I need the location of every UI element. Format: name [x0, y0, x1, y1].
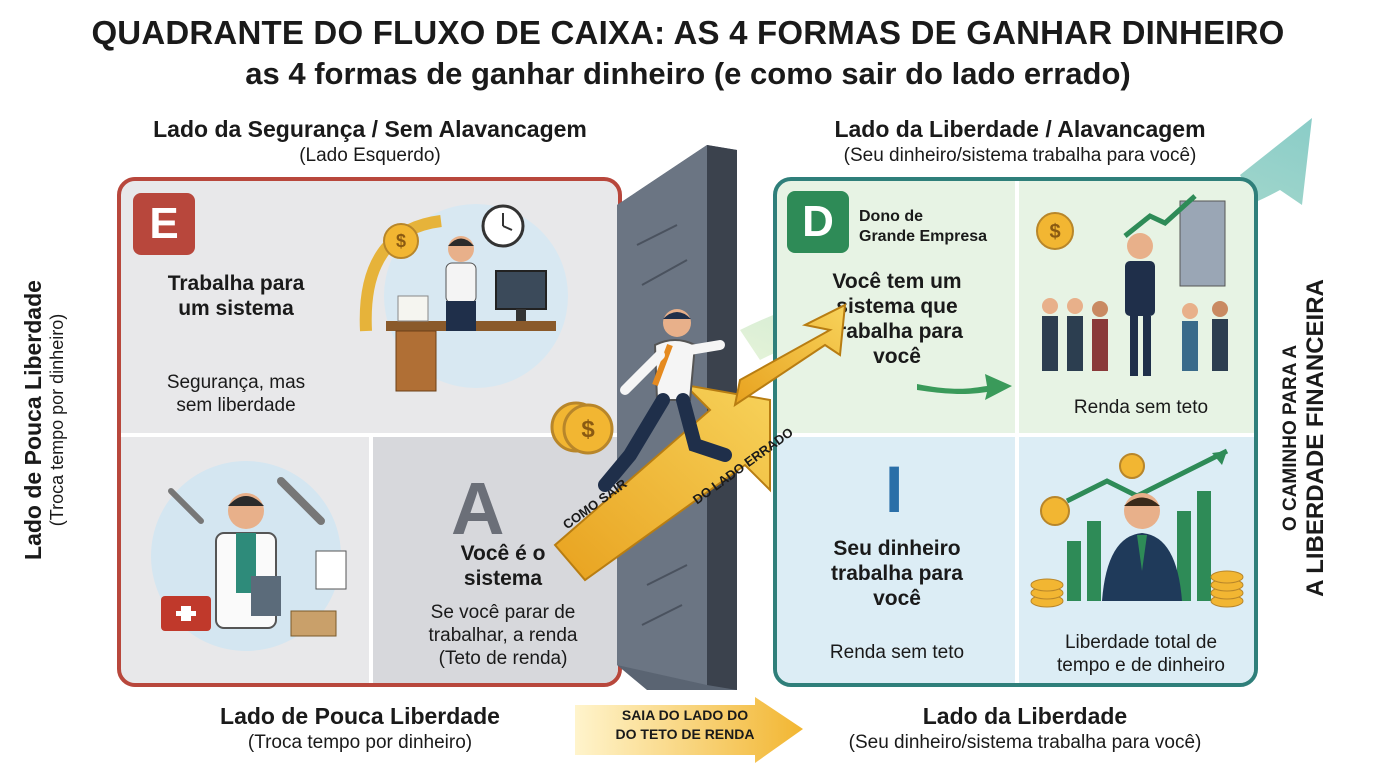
quadrant-e-note: Segurança, mas sem liberdade: [166, 372, 306, 416]
quadrant-e-letter: E: [133, 193, 195, 255]
arrow-right-icon: [917, 374, 1012, 400]
coin-icon: $: [550, 401, 614, 455]
quadrant-a-note: Se você parar de trabalhar, a renda (Tet…: [428, 602, 578, 669]
quadrant-i-note: Renda sem teto: [829, 642, 965, 663]
quadrant-a-letter: A: [451, 467, 505, 550]
vertical-right-label: O CAMINHO PARA A A LIBERDADE FINANCEIRA: [1280, 268, 1330, 608]
right-side-title: Lado da Liberdade / Alavancagem: [834, 116, 1206, 142]
quadrant-d-text: Você tem um sistema que trabalha para vo…: [831, 270, 963, 368]
left-side-sub: (Lado Esquerdo): [299, 145, 441, 166]
quadrant-e-text: Trabalha para um sistema: [167, 272, 305, 320]
bottom-right-title: Lado da Liberdade: [922, 703, 1128, 729]
running-man-icon: [598, 309, 732, 492]
bottom-left-sub: (Troca tempo por dinheiro): [247, 732, 473, 753]
quadrant-d-note: Renda sem teto: [1073, 397, 1209, 418]
bottom-left-title: Lado de Pouca Liberdade: [220, 703, 500, 729]
quadrant-i-note2: Liberdade total de tempo e de dinheiro: [1057, 632, 1225, 676]
right-quadrants: D Dono de Grande Empresa Você tem um sis…: [773, 177, 1258, 687]
bottom-right-heading: Lado da Liberdade (Seu dinheiro/sistema …: [800, 703, 1250, 754]
vertical-right-line1: O CAMINHO PARA A: [1280, 344, 1301, 532]
quadrant-i-letter: I: [885, 452, 904, 526]
right-side-heading: Lado da Liberdade / Alavancagem (Seu din…: [760, 116, 1280, 167]
svg-text:$: $: [581, 416, 595, 443]
right-side-sub: (Seu dinheiro/sistema trabalha para você…: [843, 145, 1197, 166]
vertical-left-heading: Lado de Pouca Liberdade: [20, 280, 46, 560]
svg-text:$: $: [396, 231, 406, 251]
vertical-right-line2: A LIBERDADE FINANCEIRA: [1302, 279, 1329, 597]
office-worker-icon: $: [359, 204, 568, 392]
quadrant-i-text: Seu dinheiro trabalha para você: [831, 537, 963, 610]
page-subtitle: as 4 formas de ganhar dinheiro (e como s…: [245, 56, 1131, 91]
left-side-heading: Lado da Segurança / Sem Alavancagem (Lad…: [110, 116, 630, 167]
page-title: QUADRANTE DO FLUXO DE CAIXA: AS 4 FORMAS…: [91, 14, 1285, 51]
vertical-left-label: Lado de Pouca Liberdade (Troca tempo por…: [20, 270, 68, 570]
quadrant-a-text: Você é o sistema: [460, 542, 546, 590]
bottom-right-sub: (Seu dinheiro/sistema trabalha para você…: [848, 732, 1202, 753]
bottom-middle-label: SAIA DO LADO DO DO TETO DE RENDA: [615, 707, 755, 742]
investor-icon: [1030, 448, 1244, 608]
left-side-title: Lado da Segurança / Sem Alavancagem: [153, 116, 587, 142]
vertical-left-sub: (Troca tempo por dinheiro): [47, 313, 67, 527]
svg-text:$: $: [1049, 221, 1060, 243]
exit-ceiling-arrow: [575, 697, 803, 763]
businessman-icon: $: [1036, 194, 1228, 376]
exit-wrong-side-arrow: [553, 303, 847, 582]
doctor-icon: [151, 461, 347, 651]
quadrant-d-label: Dono de Grande Empresa: [859, 208, 988, 245]
bottom-left-heading: Lado de Pouca Liberdade (Troca tempo por…: [150, 703, 570, 754]
quadrant-d-letter: D: [787, 191, 849, 253]
